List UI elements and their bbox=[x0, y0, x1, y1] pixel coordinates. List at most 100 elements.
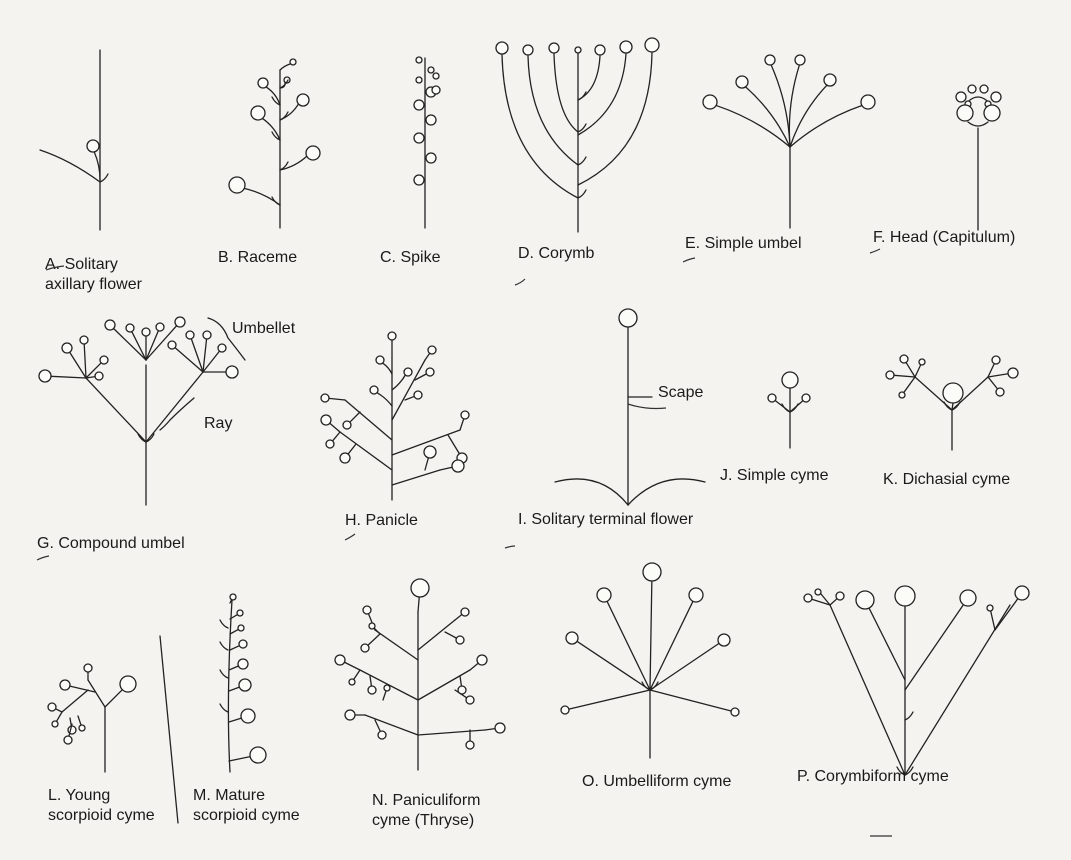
annotation-scape: Scape bbox=[658, 384, 703, 401]
flower bbox=[345, 710, 355, 720]
flower bbox=[203, 331, 211, 339]
flower bbox=[84, 664, 92, 672]
flower bbox=[477, 655, 487, 665]
bract-mark bbox=[220, 642, 228, 650]
pen-mark bbox=[683, 258, 695, 262]
pedicel bbox=[229, 718, 241, 722]
flower bbox=[991, 92, 1001, 102]
pedicel bbox=[56, 709, 62, 712]
label-line: F. Head (Capitulum) bbox=[873, 229, 1015, 246]
flower bbox=[768, 394, 776, 402]
flower bbox=[703, 95, 717, 109]
flower bbox=[566, 632, 578, 644]
flower bbox=[335, 655, 345, 665]
ray bbox=[86, 378, 146, 442]
ray-brace bbox=[160, 398, 194, 430]
flower bbox=[689, 588, 703, 602]
flower bbox=[956, 92, 966, 102]
pedicel bbox=[266, 87, 280, 105]
pedicel bbox=[425, 458, 428, 470]
flower bbox=[218, 344, 226, 352]
label-k: K. Dichasial cyme bbox=[883, 471, 1010, 488]
flower bbox=[1008, 368, 1018, 378]
pedicel bbox=[375, 720, 380, 731]
flower bbox=[943, 383, 963, 403]
flower bbox=[886, 371, 894, 379]
branch bbox=[418, 730, 485, 735]
pedicel bbox=[51, 376, 86, 378]
pedicel bbox=[650, 581, 652, 690]
flower bbox=[239, 679, 251, 691]
flower bbox=[899, 392, 905, 398]
pedicel bbox=[229, 687, 239, 691]
branch bbox=[830, 605, 905, 775]
pedicel bbox=[230, 646, 239, 650]
branch bbox=[62, 690, 88, 712]
pedicel bbox=[650, 643, 719, 690]
bract-mark bbox=[782, 404, 790, 412]
pen-mark bbox=[628, 404, 666, 409]
figure-k-dichasial-cyme bbox=[886, 355, 1018, 450]
pedicel bbox=[105, 690, 122, 707]
flower bbox=[561, 706, 569, 714]
pedicel bbox=[78, 716, 81, 725]
label-c: C. Spike bbox=[380, 249, 441, 266]
pedicel bbox=[894, 375, 915, 377]
label-line: B. Raceme bbox=[218, 249, 297, 266]
label-j: J. Simple cyme bbox=[720, 467, 829, 484]
branch bbox=[375, 630, 418, 660]
flower bbox=[960, 590, 976, 606]
label-line: P. Corymbiform cyme bbox=[797, 768, 949, 785]
flower bbox=[168, 341, 176, 349]
flower bbox=[321, 415, 331, 425]
annotation-ray: Ray bbox=[204, 415, 232, 432]
pedicel bbox=[330, 423, 340, 432]
pen-mark bbox=[505, 546, 515, 548]
flower bbox=[416, 77, 422, 83]
flower bbox=[126, 324, 134, 332]
pedicel bbox=[470, 663, 478, 670]
pedicel bbox=[440, 467, 452, 470]
flower bbox=[414, 391, 422, 399]
figure-g-compound-umbel bbox=[39, 317, 245, 505]
flower bbox=[343, 421, 351, 429]
figure-p-corymbiform-cyme bbox=[804, 586, 1029, 775]
flower bbox=[258, 78, 268, 88]
label-b: B. Raceme bbox=[218, 249, 297, 266]
flower bbox=[861, 95, 875, 109]
flower bbox=[105, 320, 115, 330]
flower bbox=[39, 370, 51, 382]
flower bbox=[175, 317, 185, 327]
flower bbox=[619, 309, 637, 327]
flower bbox=[645, 38, 659, 52]
label-line: N. Paniculiform bbox=[372, 792, 480, 809]
rachis bbox=[228, 600, 232, 772]
label-a: A. Solitaryaxillary flower bbox=[45, 256, 143, 293]
label-p: P. Corymbiform cyme bbox=[797, 768, 949, 785]
branch bbox=[340, 432, 392, 470]
flower bbox=[186, 331, 194, 339]
flower bbox=[241, 709, 255, 723]
flower bbox=[368, 686, 376, 694]
figure-c-spike bbox=[414, 57, 440, 228]
flower bbox=[620, 41, 632, 53]
figure-j-simple-cyme bbox=[768, 372, 810, 448]
label-n: N. Paniculiformcyme (Thryse) bbox=[372, 792, 480, 829]
flower bbox=[100, 356, 108, 364]
pedicel bbox=[830, 599, 837, 605]
pedicel bbox=[906, 362, 915, 377]
label-line: A. Solitary bbox=[45, 256, 118, 273]
pedicel bbox=[554, 54, 578, 132]
pedicel bbox=[425, 353, 430, 360]
bract-mark bbox=[100, 174, 108, 182]
flower bbox=[414, 100, 424, 110]
pedicel bbox=[350, 412, 360, 422]
flower bbox=[297, 94, 309, 106]
branch bbox=[88, 680, 105, 707]
flower bbox=[306, 146, 320, 160]
flower bbox=[340, 453, 350, 463]
pedicel bbox=[995, 599, 1018, 630]
flower bbox=[239, 640, 247, 648]
flower bbox=[980, 85, 988, 93]
pedicel bbox=[114, 328, 146, 360]
